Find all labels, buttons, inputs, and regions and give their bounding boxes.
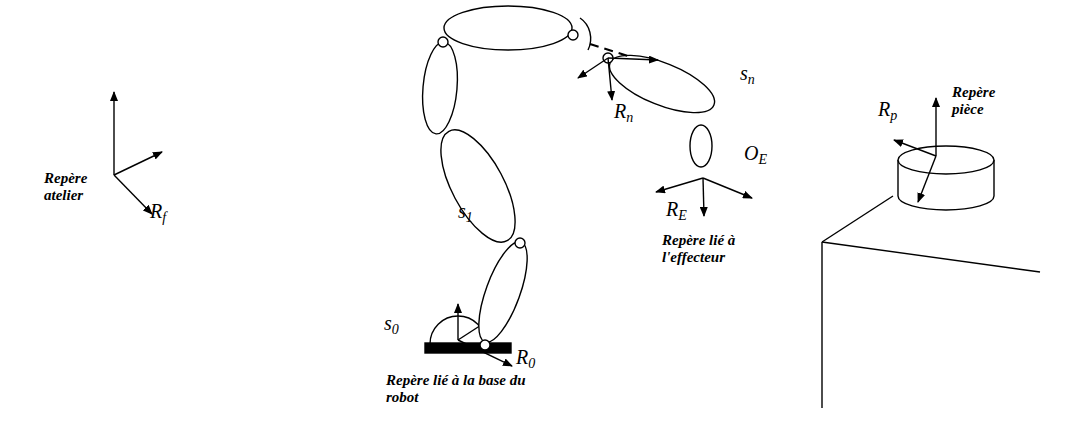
frame-caption: Repère lié à la base du robot xyxy=(386,372,536,407)
frame-symbol: RE xyxy=(666,198,687,221)
robot-links xyxy=(419,6,722,348)
link-n-frame xyxy=(578,58,658,100)
point-symbol: OE xyxy=(744,142,767,165)
frame-symbol: Rp xyxy=(878,98,897,121)
frame-caption: Repère atelier xyxy=(44,170,106,205)
frame-symbol: Rn xyxy=(614,100,633,123)
link-symbol: s1 xyxy=(458,200,473,223)
partial-link xyxy=(580,18,591,50)
link-symbol: s0 xyxy=(384,312,399,335)
link-symbol: sn xyxy=(740,62,755,85)
frame-symbol: R0 xyxy=(516,346,535,369)
part-cylinder xyxy=(898,146,994,210)
table xyxy=(822,196,1040,408)
part-frame xyxy=(894,98,936,202)
joints xyxy=(438,30,613,350)
workshop-frame xyxy=(114,92,162,214)
frame-caption: Repère lié à l'effecteur xyxy=(662,232,802,267)
frame-symbol: Rf xyxy=(150,200,166,223)
frame-caption: Repère pièce xyxy=(952,84,1014,119)
